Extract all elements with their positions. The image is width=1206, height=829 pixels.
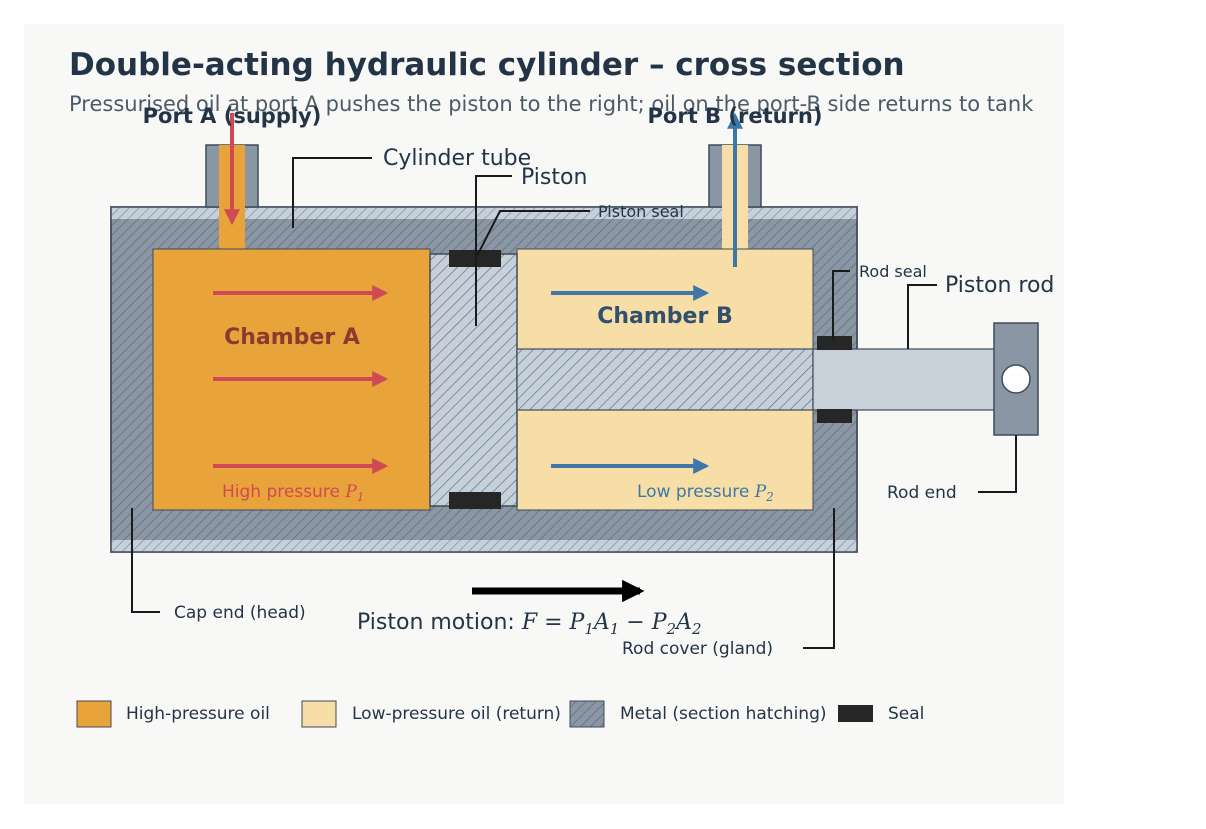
legend-label-high: High-pressure oil [126,704,270,724]
chamber-a-label: Chamber A [224,325,360,350]
legend-swatch-low [301,700,337,728]
cap-end-label: Cap end (head) [174,603,306,623]
cylinder-tube-label: Cylinder tube [383,146,531,171]
piston-rod-inner [516,348,814,411]
legend-swatch-seal [838,705,873,722]
rod-seal-label: Rod seal [859,262,927,281]
legend: High-pressure oil Low-pressure oil (retu… [76,700,924,728]
legend-label-seal: Seal [888,704,924,724]
legend-label-low: Low-pressure oil (return) [352,704,561,724]
legend-label-metal: Metal (section hatching) [620,704,827,724]
piston-rod-label: Piston rod [945,273,1054,298]
piston-seal-bottom [449,492,501,509]
rod-cover-label: Rod cover (gland) [622,639,773,659]
piston-leader [475,175,512,326]
port-a-label: Port A (supply) [143,104,322,128]
rod-cover-leader [803,508,835,649]
port-b-label: Port B (return) [648,104,823,128]
rod-seal-bottom [817,409,852,423]
rod-end [993,322,1039,436]
piston-seal-leader [475,210,590,259]
rod-seal-top [817,336,852,350]
legend-swatch-metal [569,700,605,728]
chamber-b-label: Chamber B [597,304,733,329]
piston-rod [812,348,997,411]
piston-seal-label: Piston seal [598,202,684,221]
diagram-subtitle: Pressurised oil at port A pushes the pis… [69,92,1034,116]
rod-end-label: Rod end [887,483,957,503]
piston [429,253,518,507]
piston-label: Piston [521,165,587,190]
cap-end-leader [131,508,160,613]
piston-rod-leader [907,284,937,349]
diagram-title: Double-acting hydraulic cylinder – cross… [69,47,905,83]
cylinder-tube-leader [292,157,372,228]
low-pressure-label: Low pressure P2 [637,482,774,504]
rod-end-leader [978,435,1017,493]
legend-swatch-high [76,700,112,728]
rod-seal-leader [832,270,850,340]
high-pressure-label: High pressure P1 [222,482,364,504]
piston-motion-equation: Piston motion: F = P1A1 − P2A2 [357,610,702,638]
